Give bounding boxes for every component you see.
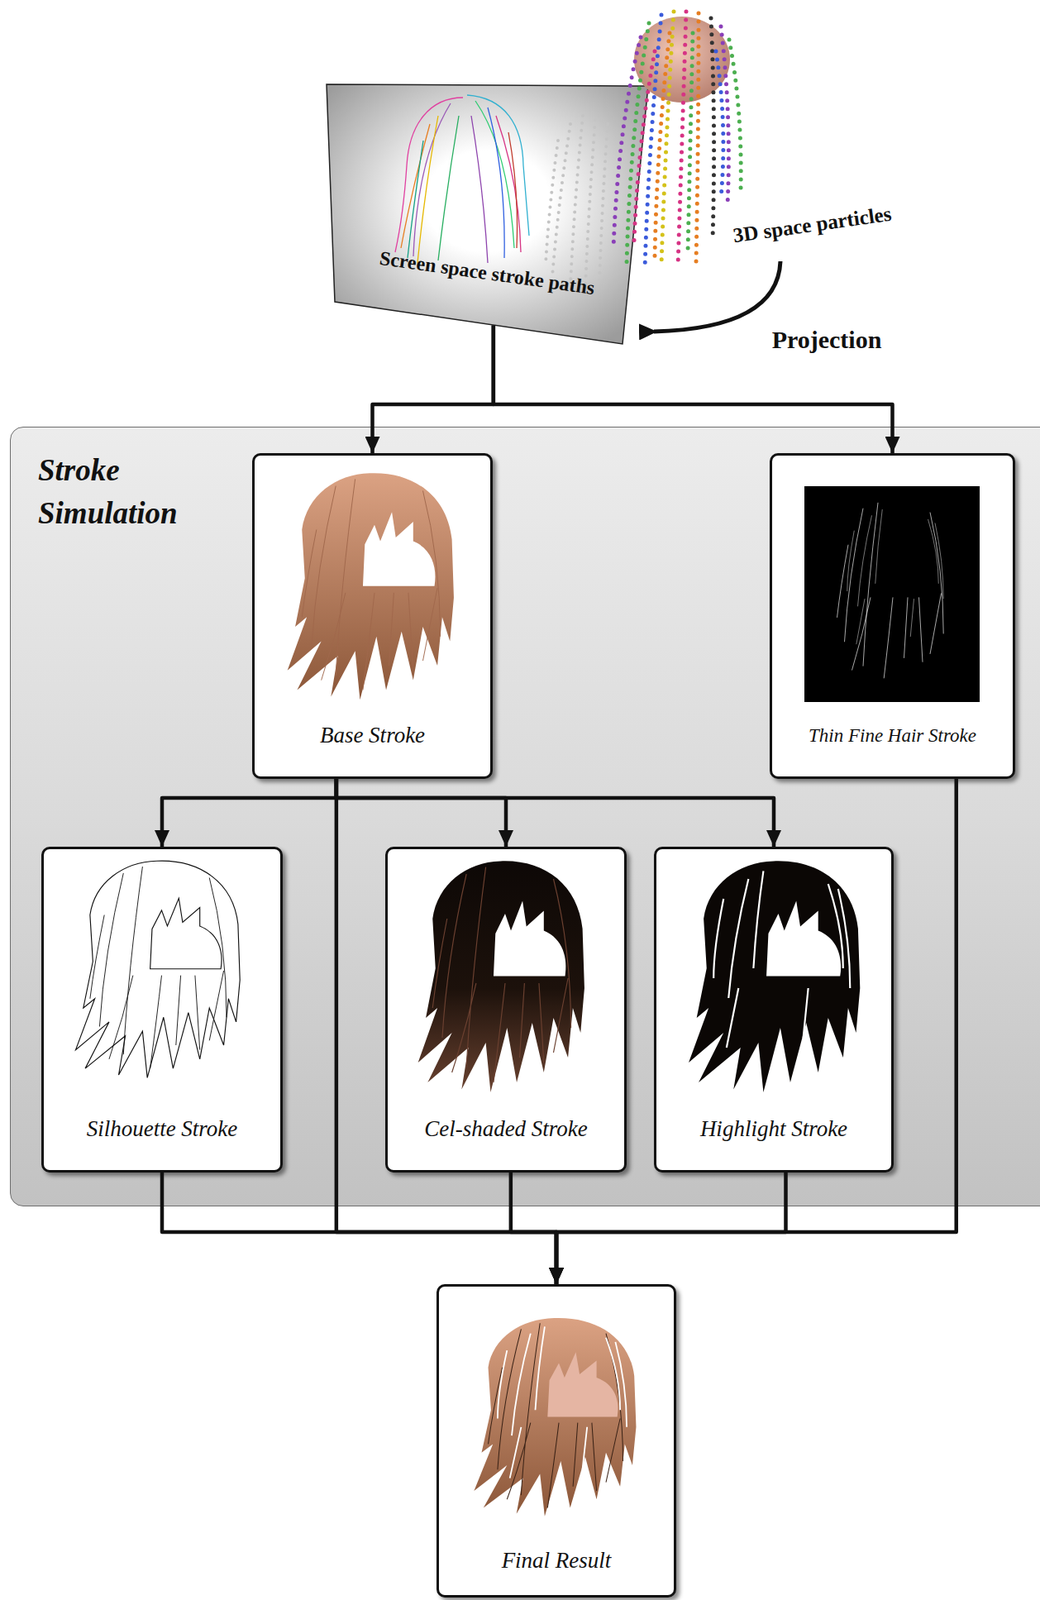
svg-use (432, 867, 571, 1083)
screen-outline (324, 83, 649, 345)
base-hair (287, 472, 454, 700)
thin-hair (804, 486, 980, 702)
stroke-box: Base Stroke (252, 453, 493, 779)
faded-particles (545, 115, 608, 290)
connector (493, 325, 893, 454)
svg-use (688, 860, 860, 1093)
svg-path (407, 140, 424, 258)
screen-shape (326, 84, 649, 344)
svg-path (471, 115, 488, 263)
svg-path (400, 124, 430, 249)
screen-plane: Screen space stroke paths (324, 83, 649, 345)
node-label: Final Result (501, 1547, 612, 1574)
head-particles (613, 11, 741, 269)
svg-use (713, 870, 850, 1048)
final-hair (473, 1317, 636, 1517)
svg-use (76, 860, 241, 1078)
connector (336, 778, 557, 1284)
svg-use (418, 860, 585, 1093)
connector (162, 778, 337, 847)
node-label: Thin Fine Hair Stroke (808, 725, 977, 747)
connector (372, 325, 494, 454)
svg-path (729, 39, 741, 191)
svg-path (417, 115, 439, 263)
stroke-box: Silhouette Stroke (41, 846, 283, 1173)
svg-use (473, 1317, 636, 1517)
svg-path (438, 115, 459, 261)
group-panel: Stroke SimulationBase Stroke Thin Fine Ha… (9, 426, 1040, 1207)
svg-path (654, 33, 670, 257)
svg-path (715, 51, 724, 199)
svg-path (570, 115, 583, 286)
svg-path (467, 95, 530, 236)
silhouette-hair (76, 860, 241, 1078)
svg-use (362, 511, 436, 586)
annotation-label: Projection (769, 325, 885, 354)
svg-path (395, 97, 463, 253)
cel-hair (418, 860, 585, 1093)
annotation-label: 3D space particles (729, 201, 897, 248)
svg-path (475, 100, 515, 249)
connector (556, 1172, 787, 1284)
connector (510, 1172, 557, 1284)
svg-use (287, 472, 454, 700)
svg-path (644, 14, 662, 269)
svg-path (626, 23, 649, 265)
node-label: Base Stroke (319, 722, 425, 749)
svg-path (687, 33, 693, 253)
highlight-hair (688, 860, 860, 1093)
svg-use (497, 1326, 627, 1478)
svg-path (720, 26, 729, 206)
svg-use (766, 900, 841, 976)
svg-use (837, 502, 945, 678)
svg-use (547, 1351, 618, 1417)
svg-path (487, 107, 505, 258)
svg-path (677, 11, 687, 267)
screen-strokes (395, 95, 530, 263)
stroke-box: Cel-shaded Stroke (385, 846, 627, 1173)
connector (336, 778, 506, 847)
svg-path (545, 140, 559, 265)
svg-path (413, 103, 451, 257)
projection-arrow (653, 261, 781, 332)
svg-use (90, 866, 227, 1069)
node-label: Silhouette Stroke (86, 1116, 239, 1142)
node-label: Cel-shaded Stroke (424, 1116, 588, 1142)
svg-use (847, 509, 944, 645)
svg-path (710, 18, 715, 240)
svg-use (493, 900, 567, 976)
svg-use (488, 1322, 624, 1508)
svg-path (696, 13, 699, 263)
svg-path (508, 132, 518, 249)
svg-path (599, 124, 608, 286)
connector (336, 778, 774, 847)
stroke-box: Highlight Stroke (653, 846, 894, 1173)
svg-path (552, 124, 571, 277)
svg-path (613, 37, 641, 249)
connector (162, 1172, 557, 1284)
svg-rect (804, 486, 980, 702)
group-title: Stroke Simulation (38, 448, 216, 535)
svg-use (301, 478, 440, 690)
svg-path (496, 115, 521, 253)
node-label: Highlight Stroke (700, 1116, 848, 1142)
svg-path (585, 119, 596, 290)
svg-path (661, 11, 674, 265)
svg-path (634, 51, 655, 242)
head (634, 16, 730, 103)
connector (556, 778, 957, 1284)
stroke-box: Thin Fine Hair Stroke (769, 453, 1016, 779)
svg-use (150, 897, 222, 969)
result-box: Final Result (436, 1283, 677, 1598)
svg-g (613, 11, 741, 269)
